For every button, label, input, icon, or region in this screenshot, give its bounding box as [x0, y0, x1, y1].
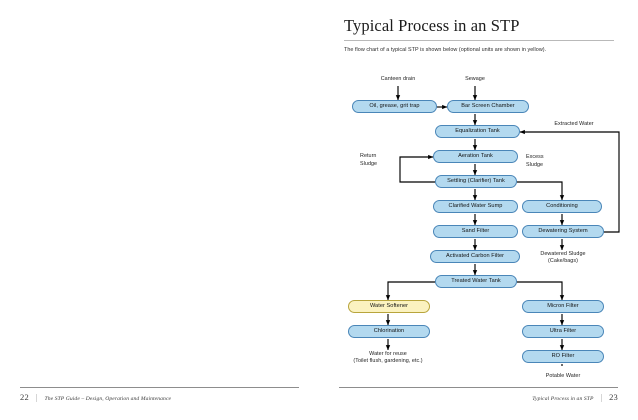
stp-process-flowchart: Canteen drain Sewage Oil, grease, grit t… — [340, 76, 632, 379]
right-page-number: 23 — [609, 392, 618, 402]
output-label-potable-water: Potable Water — [545, 373, 581, 379]
node-activated-carbon-filter[interactable]: Activated Carbon Filter — [430, 250, 520, 263]
page-title: Typical Process in an STP — [344, 16, 520, 35]
title-underline — [344, 40, 614, 41]
right-footer-running-text: Typical Process in an STP — [532, 396, 594, 402]
left-page-footer: 22 | The STP Guide – Design, Operation a… — [20, 387, 299, 402]
flow-label-excess-sludge-line1: Excess — [526, 154, 544, 160]
node-conditioning[interactable]: Conditioning — [522, 200, 602, 213]
flow-label-return-sludge-line2: Sludge — [360, 161, 378, 167]
left-page-number: 22 — [20, 392, 29, 402]
node-aeration-tank[interactable]: Aeration Tank — [433, 150, 518, 163]
node-sand-filter[interactable]: Sand Filter — [433, 225, 518, 238]
output-label-dewatered-sludge-line1: Dewatered Sludge — [540, 251, 586, 257]
flow-label-return-sludge-line1: Return — [360, 153, 377, 159]
output-label-dewatered-sludge-line2: (Cake/bags) — [548, 258, 578, 264]
node-bar-screen-chamber[interactable]: Bar Screen Chamber — [447, 100, 529, 113]
node-oil-grease-grit-trap[interactable]: Oil, grease, grit trap — [352, 100, 437, 113]
left-footer-running-text: The STP Guide – Design, Operation and Ma… — [44, 396, 172, 402]
left-page: 22 | The STP Guide – Design, Operation a… — [20, 387, 299, 402]
node-treated-water-tank[interactable]: Treated Water Tank — [435, 275, 517, 288]
node-dewatering-system[interactable]: Dewatering System — [522, 225, 604, 238]
node-ro-filter[interactable]: RO Filter — [522, 350, 604, 363]
input-label-canteen-drain: Canteen drain — [380, 76, 416, 82]
flowchart-connectors — [385, 86, 620, 366]
flow-label-extracted-water: Extracted Water — [554, 121, 594, 127]
node-settling-clarifier-tank[interactable]: Settling (Clarifier) Tank — [435, 175, 517, 188]
input-label-sewage: Sewage — [465, 76, 485, 82]
right-footer-separator: | — [600, 393, 603, 402]
left-footer-separator: | — [35, 393, 38, 402]
node-equalization-tank[interactable]: Equalization Tank — [435, 125, 520, 138]
node-ultra-filter[interactable]: Ultra Filter — [522, 325, 604, 338]
node-water-softener[interactable]: Water Softener — [348, 300, 430, 313]
output-label-water-for-reuse-line1: Water for reuse — [369, 351, 407, 357]
node-micron-filter[interactable]: Micron Filter — [522, 300, 604, 313]
node-chlorination[interactable]: Chlorination — [348, 325, 430, 338]
page-subtitle: The flow chart of a typical STP is shown… — [344, 47, 547, 53]
flow-label-excess-sludge-line2: Sludge — [526, 162, 544, 168]
node-clarified-water-sump[interactable]: Clarified Water Sump — [433, 200, 518, 213]
right-page-footer: Typical Process in an STP | 23 — [339, 387, 618, 402]
output-label-water-for-reuse-line2: (Toilet flush, gardening, etc.) — [353, 358, 423, 364]
